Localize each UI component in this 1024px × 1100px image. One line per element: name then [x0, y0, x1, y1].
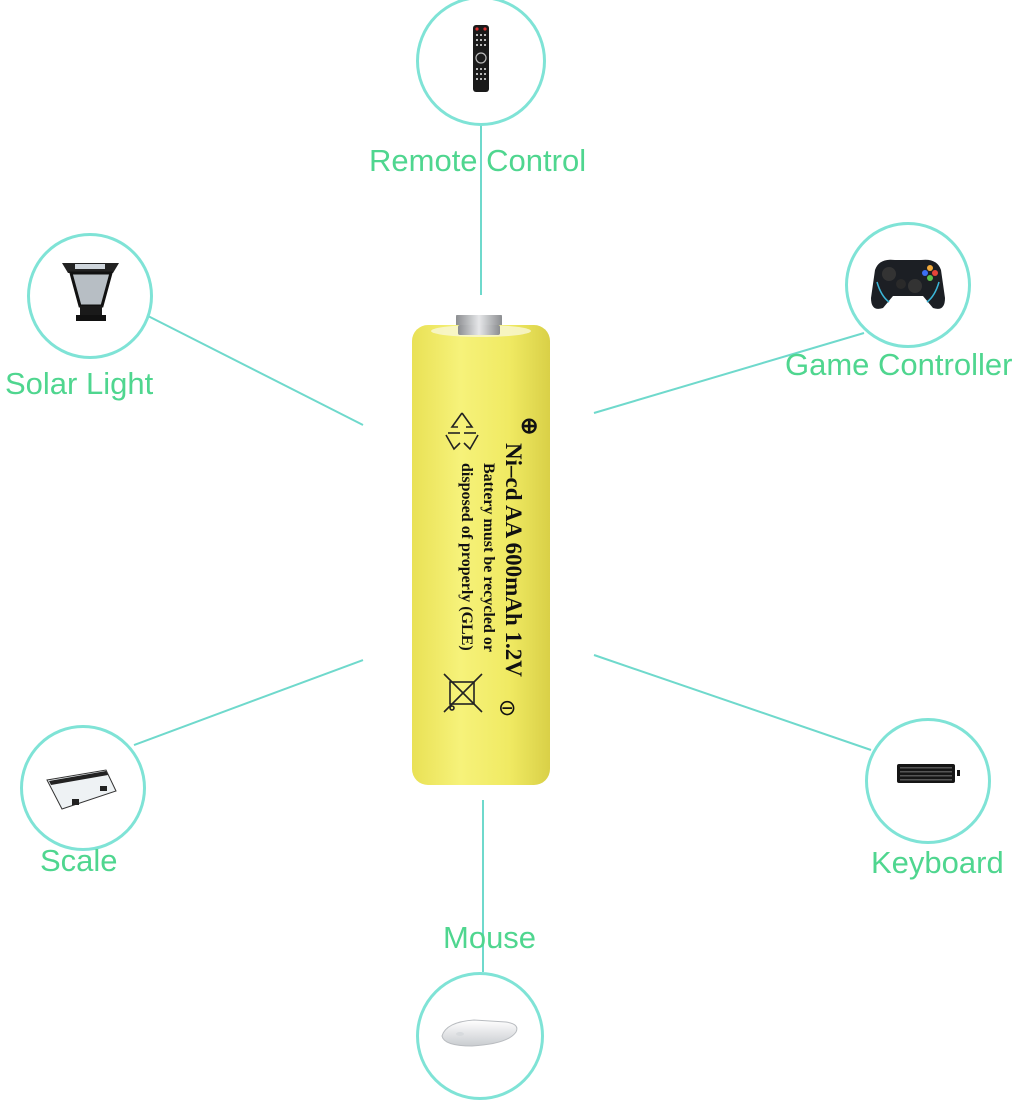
scale-node — [20, 725, 146, 851]
mouse-node — [416, 972, 544, 1100]
keyboard-icon — [897, 764, 960, 783]
remote-control-label: Remote Control — [369, 143, 587, 178]
solar-light-node — [27, 233, 153, 359]
game-controller-label: Game Controller — [785, 347, 1013, 382]
battery-image: ⊕ Ni–cd AA 600mAh 1.2V Battery must be r… — [412, 315, 550, 785]
battery-minus-symbol: ⊖ — [498, 695, 517, 720]
battery-spec-text: Ni–cd AA 600mAh 1.2V — [501, 443, 526, 677]
battery-plus-symbol: ⊕ — [520, 413, 539, 438]
scale-label: Scale — [40, 843, 118, 878]
scale-icon — [46, 769, 117, 810]
mouse-label: Mouse — [443, 920, 537, 955]
keyboard-label: Keyboard — [871, 845, 1004, 880]
battery-recycle-text-1: Battery must be recycled or — [480, 463, 497, 652]
battery-body-icon — [412, 315, 550, 785]
recycle-icon — [445, 412, 479, 451]
remote-control-node — [416, 0, 546, 126]
keyboard-node — [865, 718, 991, 844]
solar-light-icon — [62, 263, 119, 321]
battery-recycle-text-2: disposed of properly (GLE) — [458, 463, 475, 651]
remote-control-icon — [473, 25, 489, 92]
mouse-icon — [441, 1019, 518, 1047]
game-controller-node — [845, 222, 971, 348]
solar-light-label: Solar Light — [5, 366, 154, 401]
game-controller-icon — [871, 259, 945, 309]
crossed-bin-icon — [443, 673, 483, 713]
